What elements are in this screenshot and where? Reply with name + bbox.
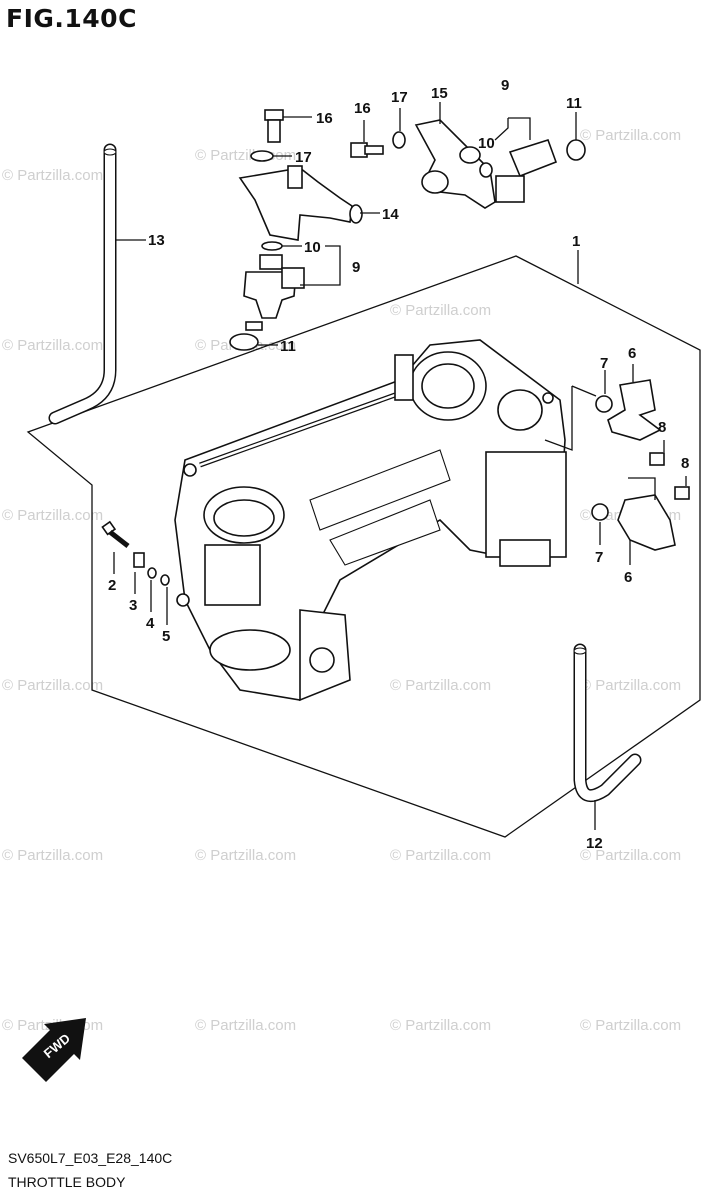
callout-8b: 8	[681, 455, 689, 472]
watermark: © Partzilla.com	[195, 847, 296, 864]
callout-3: 3	[129, 597, 137, 614]
callout-16a: 16	[316, 110, 333, 127]
washer-17-left	[250, 150, 292, 162]
watermark: © Partzilla.com	[2, 507, 103, 524]
watermark: © Partzilla.com	[2, 167, 103, 184]
callout-16b: 16	[354, 100, 371, 117]
callout-15: 15	[431, 85, 448, 102]
callout-4: 4	[146, 615, 155, 632]
callout-11a: 11	[566, 95, 582, 112]
injector-right	[479, 112, 586, 203]
watermark: © Partzilla.com	[2, 337, 103, 354]
hose-13	[48, 143, 117, 425]
washer-4	[147, 567, 157, 612]
callout-12: 12	[586, 835, 603, 852]
figure-code: SV650L7_E03_E28_140C	[8, 1150, 173, 1166]
assembly-frame	[26, 255, 701, 838]
callout-1: 1	[572, 233, 580, 250]
callout-6b: 6	[624, 569, 632, 586]
watermark: © Partzilla.com	[390, 677, 491, 694]
bolt-16-top	[350, 120, 384, 158]
callout-11b: 11	[280, 338, 296, 355]
callout-layer: 1 2 3 4 5 6 6 7 7 8 8 9 9 10 10 11 11 12…	[108, 77, 689, 852]
watermark-layer: © Partzilla.com © Partzilla.com © Partzi…	[2, 127, 681, 1034]
sensor-6-upper	[544, 364, 662, 451]
callout-10b: 10	[304, 239, 321, 256]
callout-8a: 8	[658, 419, 666, 436]
callout-2: 2	[108, 577, 116, 594]
callout-6a: 6	[628, 345, 636, 362]
spring-3	[133, 552, 145, 594]
callout-7a: 7	[600, 355, 608, 372]
fwd-arrow-icon: FWD	[22, 1018, 86, 1082]
watermark: © Partzilla.com	[390, 847, 491, 864]
callout-9b: 9	[352, 259, 360, 276]
callout-17b: 17	[391, 89, 408, 106]
watermark: © Partzilla.com	[580, 1017, 681, 1034]
fuel-pipe-15	[414, 102, 496, 209]
throttle-body	[174, 339, 567, 702]
watermark: © Partzilla.com	[2, 677, 103, 694]
callout-10a: 10	[478, 135, 495, 152]
watermark: © Partzilla.com	[580, 677, 681, 694]
watermark: © Partzilla.com	[390, 1017, 491, 1034]
figure-name: THROTTLE BODY	[8, 1174, 126, 1190]
callout-9a: 9	[501, 77, 509, 94]
figure-title: FIG.140C	[6, 4, 137, 33]
bolt-16-left	[264, 109, 312, 143]
callout-14: 14	[382, 206, 399, 223]
bolt-8-upper	[649, 440, 665, 466]
watermark: © Partzilla.com	[2, 847, 103, 864]
watermark: © Partzilla.com	[580, 847, 681, 864]
o-ring-5	[160, 574, 170, 625]
watermark: © Partzilla.com	[580, 127, 681, 144]
callout-5: 5	[162, 628, 170, 645]
callout-7b: 7	[595, 549, 603, 566]
injector-left	[229, 241, 341, 351]
watermark: © Partzilla.com	[390, 302, 491, 319]
callout-17a: 17	[295, 149, 312, 166]
watermark: © Partzilla.com	[195, 1017, 296, 1034]
callout-13: 13	[148, 232, 165, 249]
screw-2	[101, 520, 130, 574]
washer-17-top	[392, 108, 406, 149]
bolt-8-lower	[674, 476, 690, 500]
sensor-6-lower	[591, 477, 676, 565]
delivery-pipe-14	[238, 165, 380, 241]
